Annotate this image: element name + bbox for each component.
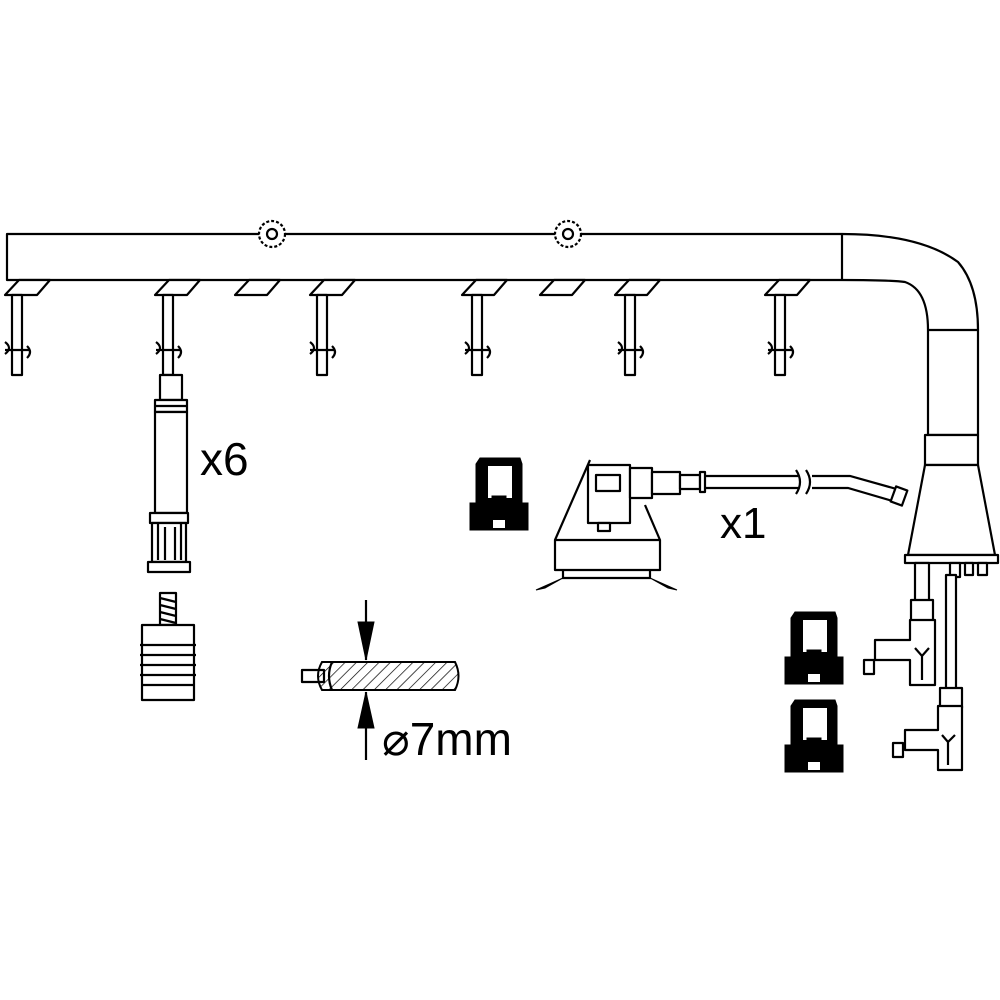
lead-clip: [460, 278, 509, 297]
cap-terminal: [806, 649, 822, 677]
plug-lead-stub: [161, 293, 175, 377]
cap-terminal-tip: [808, 762, 820, 770]
coil-lead-count-label: x1: [720, 499, 767, 548]
cable-break-mark: [4, 341, 32, 359]
cable-loom: [5, 232, 980, 437]
cap-terminal: [806, 737, 822, 765]
plug-lead-stub: [315, 293, 329, 377]
cable-break-mark: [309, 341, 337, 359]
plug-lead-stub: [623, 293, 637, 377]
diameter-arrows: [357, 600, 375, 760]
cap-terminal: [491, 495, 507, 523]
cable-diameter-label: ⌀7mm: [382, 713, 512, 765]
cable-break-mark: [767, 341, 795, 359]
lead-clip: [3, 278, 52, 297]
cap-window: [803, 620, 827, 652]
cable-cross-section: [300, 661, 460, 691]
lead-clip: [763, 278, 812, 297]
lead-clip: [153, 278, 202, 297]
coil-lead: [535, 459, 909, 591]
lead-clip: [538, 278, 587, 297]
spark-plug-boot: [146, 373, 192, 574]
plug-lead-stubs: [4, 293, 795, 377]
lead-clip: [613, 278, 662, 297]
distributor-leads: [862, 561, 964, 772]
cable-break-mark: [464, 341, 492, 359]
cap-terminal-tip: [493, 520, 505, 528]
cable-break-mark: [155, 341, 183, 359]
cable-break-mark: [617, 341, 645, 359]
distributor-boot: [903, 433, 1000, 579]
plug-lead-stub: [773, 293, 787, 377]
spark-plug: [140, 591, 196, 702]
cap-window: [488, 466, 512, 498]
cap-terminal-tip: [808, 674, 820, 682]
loom-grommet: [257, 219, 583, 249]
plug-lead-stub: [10, 293, 24, 377]
cap-window: [803, 708, 827, 740]
plug-lead-count-label: x6: [200, 433, 249, 485]
lead-clips: [3, 278, 812, 297]
lead-clip: [308, 278, 357, 297]
plug-lead-stub: [470, 293, 484, 377]
black-plug-caps: [469, 457, 844, 773]
lead-clip: [233, 278, 282, 297]
